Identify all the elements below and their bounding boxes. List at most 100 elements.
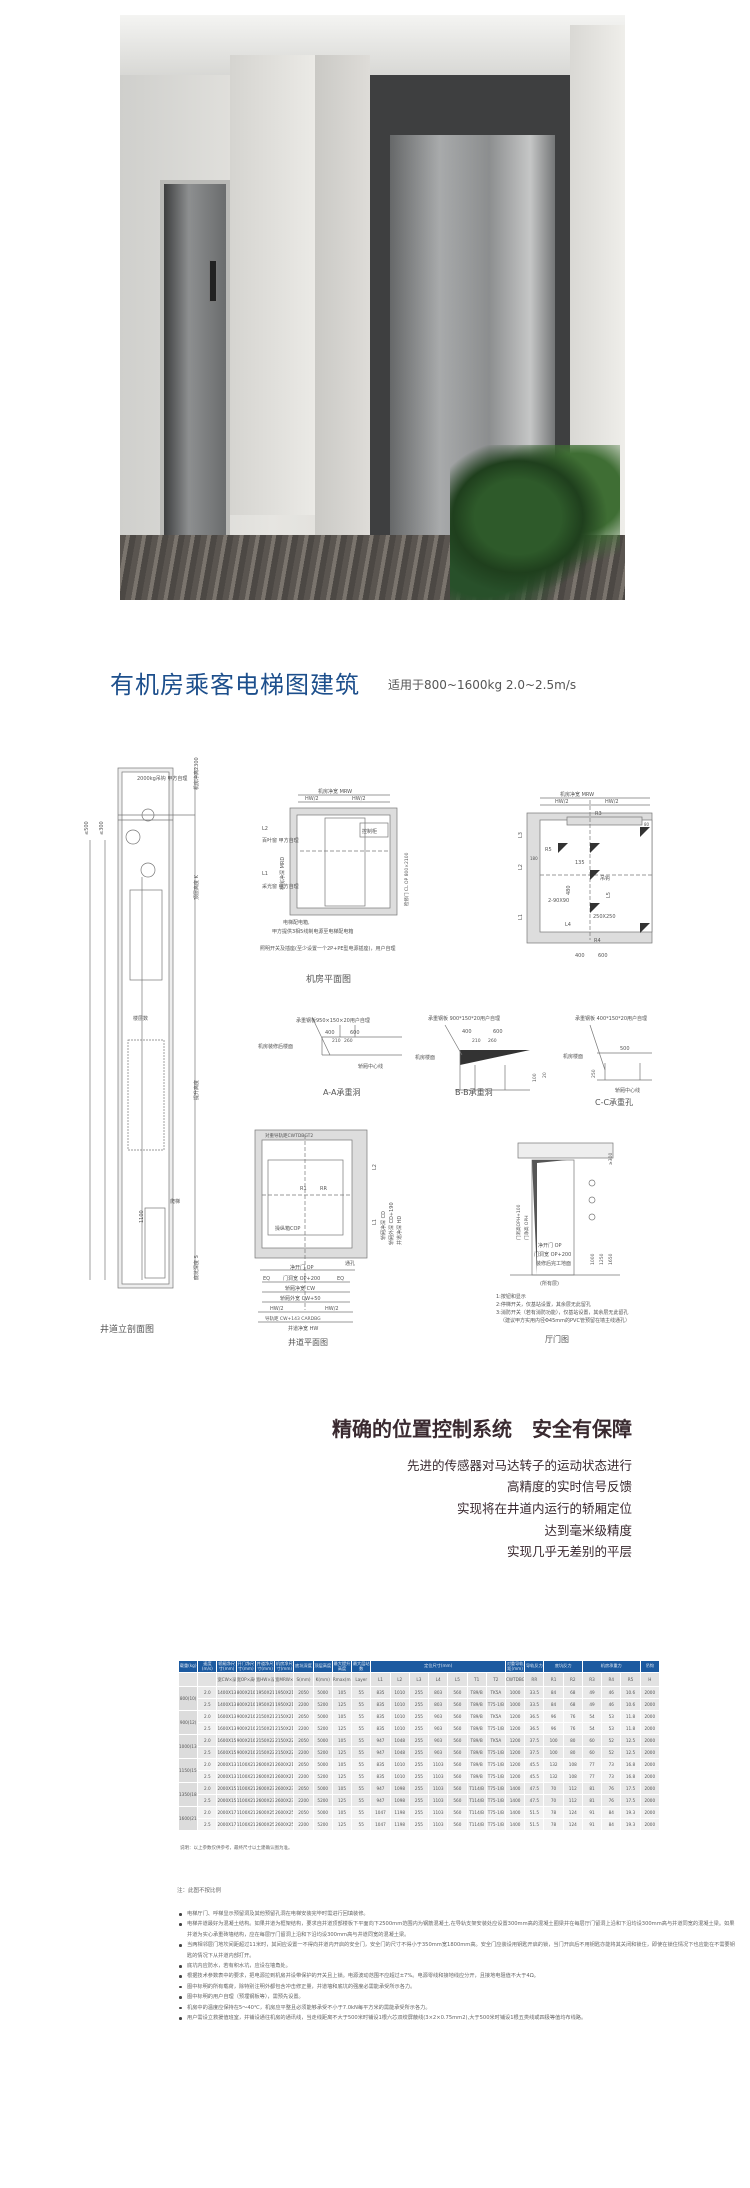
table-subheader-cell: CWTDBG [504,1672,526,1687]
table-cell: 55 [351,1782,372,1795]
table-cell: 125 [331,1770,353,1783]
table-subheader-cell: H [639,1672,661,1687]
table-row: 1600(21)2.02000X17501100X21002600X250026… [177,1806,661,1831]
drawing-label: EQ [337,1276,344,1282]
table-cell: 1103 [428,1794,449,1807]
table-cell: 2050 [293,1758,314,1771]
drawing-label: 机房净高2300 [193,757,200,790]
drawing-label: L4 [565,922,571,928]
note-item: 电梯厅门、呼梯显示预留洞及其他预留孔洞在电梯安装完毕时需进行回填装修。 [177,1909,737,1919]
drawing-label: 净开门 OP [538,1242,562,1249]
table-cell: 49 [581,1698,603,1711]
table-cell: 1200 [504,1770,526,1783]
table-cell: T75-1/B [485,1806,506,1819]
table-cell: 900X2100 [235,1746,256,1759]
notes-list: 电梯厅门、呼梯显示预留洞及其他预留孔洞在电梯安装完毕时需进行回填装修。电梯井道最… [177,1909,737,2023]
drawing-label: 600 [598,953,608,959]
table-cell: 2000 [639,1710,661,1723]
table-cell: 560 [447,1770,468,1783]
table-cell: 255 [408,1782,430,1795]
drawing-title: 厅门图 [545,1334,569,1344]
table-cell: 835 [370,1770,391,1783]
table-cell: 560 [447,1710,468,1723]
load-cell: 1000(13) [177,1734,199,1759]
table-cell: 2.5 [197,1770,218,1783]
table-cell: 100 [543,1734,564,1747]
table-cell: 560 [447,1758,468,1771]
table-cell: 5000 [312,1782,333,1795]
table-cell: 255 [408,1722,430,1735]
table-cell: 1100X2100 [235,1806,256,1819]
right-elevator-door [370,75,570,545]
table-cell: 125 [331,1818,353,1831]
load-cell: 1600(21) [177,1806,199,1831]
table-cell: 1000 [504,1686,526,1699]
table-cell: 54 [581,1710,603,1723]
machine-room-hook-plan-drawing: 机房净宽 MRW HW/2 HW/2 R3 R5 R4 L3 L2 L1 L4 … [518,791,653,959]
table-cell: 255 [408,1710,430,1723]
table-cell: 77 [581,1770,603,1783]
table-cell: 125 [331,1746,353,1759]
table-cell: 1100X2100 [235,1758,256,1771]
drawing-title: A-A承重洞 [323,1087,360,1097]
table-cell: 2000X1750 [216,1818,237,1831]
table-cell: 12.5 [620,1746,641,1759]
table-cell: 255 [408,1734,430,1747]
table-subheader-cell: L5 [447,1672,468,1687]
table-cell: 2.0 [197,1782,218,1795]
table-cell: T89/B [466,1698,487,1711]
table-cell: 2.0 [197,1734,218,1747]
table-cell: 105 [331,1806,353,1819]
table-cell: 1100X2100 [235,1818,256,1831]
note-item: 机房中的温度应保持在5～40℃，机房应平整且必须能够承受不小于7.0kN每平方米… [177,2003,737,2013]
features-heading: 精确的位置控制系统 安全有保障 [332,1417,632,1441]
table-cell: 68 [562,1698,583,1711]
drawing-label: 承重钢板 400*150*20用户自理 [575,1015,647,1022]
table-cell: 1103 [428,1758,449,1771]
bb-section-drawing: 承重钢板 900*150*20用户自理 机房楼面 400 600 210 260… [415,1015,548,1097]
drawing-label: 250 [591,1069,597,1078]
table-cell: 2.0 [197,1686,218,1699]
table-cell: 80 [562,1734,583,1747]
aa-section-drawing: 承重钢板950×150×20用户自理 机房装修后楼面 400 600 210 2… [258,1016,402,1097]
table-row: 2.52000X13501100X21002600X21002600X2100X… [179,1770,661,1783]
table-cell: 125 [331,1698,353,1711]
drawing-label: L1 [262,871,268,877]
cc-section-drawing: 承重钢板 400*150*20用户自理 机房楼面 500 250 轿厢中心线 C… [563,1015,652,1107]
table-cell: 2150X2250 [254,1746,276,1759]
table-row: 2.51400X1350800X21001950X21001950X2100X2… [179,1698,661,1711]
table-cell: 1200 [504,1710,526,1723]
table-cell: 125 [331,1794,353,1807]
table-cell: 124 [562,1818,583,1831]
table-cell: 52 [601,1734,622,1747]
table-cell: T114/B [466,1806,487,1819]
drawing-label: 承重钢板 900*150*20用户自理 [428,1015,500,1022]
table-cell: T75-1/B [485,1746,506,1759]
wall-panel [315,55,370,545]
table-cell: 835 [370,1686,391,1699]
note-item: 底坑内应防水，若有积水坑，应设在墙角处。 [177,1961,737,1971]
table-cell: 835 [370,1722,391,1735]
table-cell: T75-1/B [485,1758,506,1771]
table-cell: 2050 [293,1782,314,1795]
drawing-label: 门洞高OPH+100 [515,1204,522,1240]
table-cell: 1103 [428,1770,449,1783]
table-cell: 10.6 [620,1686,641,1699]
table-cell: 76 [562,1722,583,1735]
table-cell: 2050 [293,1806,314,1819]
drawing-title: C-C承重孔 [595,1097,633,1107]
drawing-label: HW/2 [555,799,569,805]
drawing-label: 爬梯 [170,1198,180,1205]
drawing-label: 260 [488,1038,497,1044]
table-cell: 900X2100 [235,1722,256,1735]
table-header-cell: 最大层站数 [351,1660,372,1673]
table-cell: 16.8 [620,1770,641,1783]
drawing-label: 135 [575,860,585,866]
table-cell: 60 [581,1746,603,1759]
table-cell: 17.5 [620,1782,641,1795]
table-cell: 2.5 [197,1818,218,1831]
table-cell: 45.5 [524,1770,545,1783]
table-cell: 2000 [639,1806,661,1819]
table-cell: 2.5 [197,1722,218,1735]
shaft-section-drawing: 2000kg吊钩 甲方自理 机房净高2300 顶层高度 K 提升高度 底坑深度 … [84,757,200,1335]
